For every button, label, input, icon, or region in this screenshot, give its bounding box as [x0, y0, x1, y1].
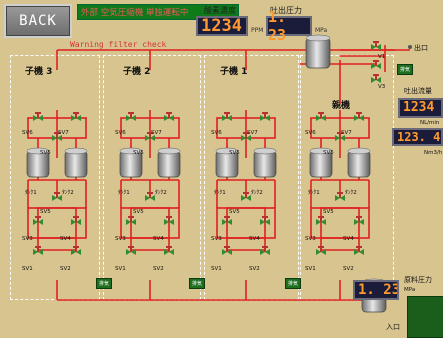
exhaust-tag-main: 排気	[397, 64, 414, 75]
inlet-label: 入口	[386, 323, 400, 331]
exhaust-tag-unit-2: 排気	[189, 278, 206, 289]
valve-v1-label: V1	[378, 54, 386, 60]
exhaust-tag-unit-1: 排気	[285, 278, 302, 289]
outlet-label: 出口	[414, 44, 428, 52]
flow-readout: 1234	[398, 98, 443, 118]
exhaust-tag-unit-3: 排気	[96, 278, 113, 289]
raw-pressure-unit: MPa	[404, 287, 416, 293]
panel-title-unit-1: 子機 1	[220, 67, 248, 77]
warning-message: Warning filter check	[70, 40, 167, 49]
panel-title-unit-2: 子機 2	[123, 67, 151, 77]
raw-pressure-readout: 1. 23	[353, 280, 399, 300]
valve-v3-label: V3	[378, 84, 386, 90]
flow2-readout: 123. 4	[392, 128, 443, 146]
panel-title-master: 親機	[332, 101, 351, 111]
back-button[interactable]: BACK	[4, 4, 72, 38]
panel-unit-3	[10, 55, 100, 300]
discharge-pressure-label: 吐出圧力	[270, 6, 302, 15]
flow-unit: NL/min	[420, 120, 440, 126]
o2-unit: PPM	[251, 27, 264, 34]
flow2-unit: Nm3/h	[424, 150, 443, 156]
o2-label: 酸素濃度	[204, 6, 236, 15]
discharge-pressure-unit: MPa	[315, 27, 328, 34]
raw-pressure-label: 原料圧力	[404, 276, 432, 284]
o2-readout: 1234	[196, 16, 248, 36]
inlet-indicator	[407, 296, 443, 338]
panel-title-unit-3: 子機 3	[25, 67, 53, 77]
flow-label: 吐出流量	[404, 87, 432, 95]
